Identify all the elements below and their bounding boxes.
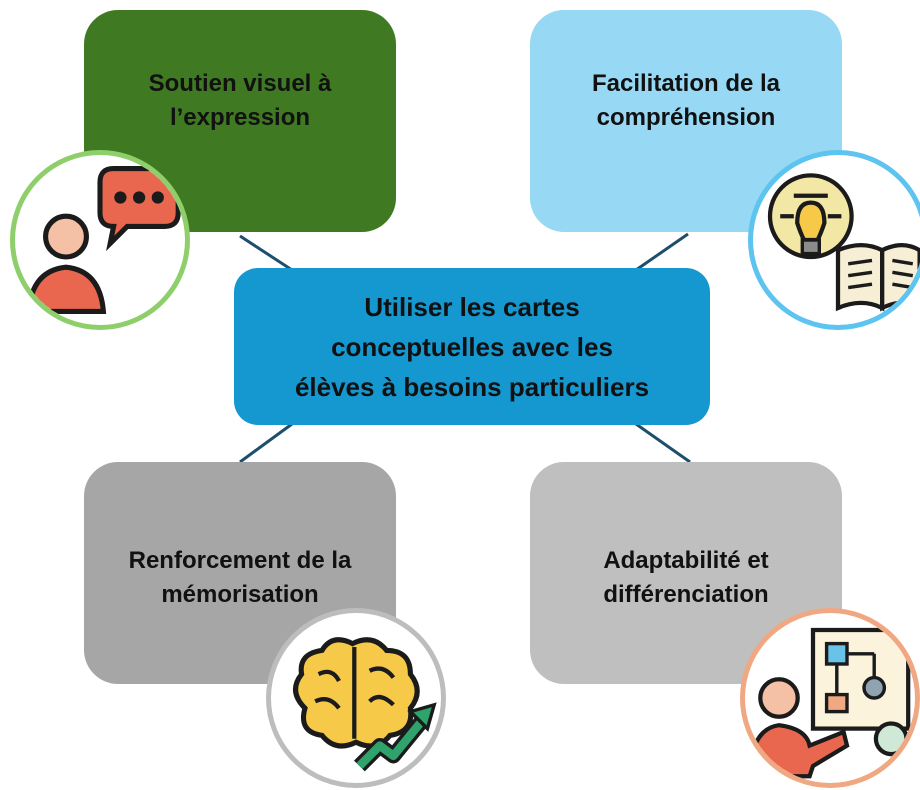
- node-facilitation-comprehension-label: Facilitation de la compréhension: [591, 70, 781, 131]
- connector-bottom-right: [635, 422, 691, 464]
- node-adaptabilite-differenciation: Adaptabilité et différenciation: [530, 462, 842, 684]
- node-soutien-visuel-label: Soutien visuel à l’expression: [148, 70, 332, 131]
- connector-bottom-left: [239, 422, 293, 464]
- brain-growth-arrow-icon: [266, 608, 446, 788]
- person-speech-bubble-icon: [10, 150, 190, 330]
- central-node: Utiliser les cartes conceptuelles avec l…: [234, 268, 710, 425]
- node-adaptabilite-differenciation-label: Adaptabilité et différenciation: [603, 547, 769, 608]
- node-soutien-visuel: Soutien visuel à l’expression: [84, 10, 396, 232]
- central-node-label: Utiliser les cartes conceptuelles avec l…: [294, 291, 650, 402]
- node-renforcement-memorisation-label: Renforcement de la mémorisation: [128, 547, 352, 608]
- lightbulb-open-book-icon: [748, 150, 920, 330]
- teacher-flowchart-board-icon: [740, 608, 920, 788]
- connector-top-right: [635, 232, 689, 272]
- connector-top-left: [239, 234, 293, 272]
